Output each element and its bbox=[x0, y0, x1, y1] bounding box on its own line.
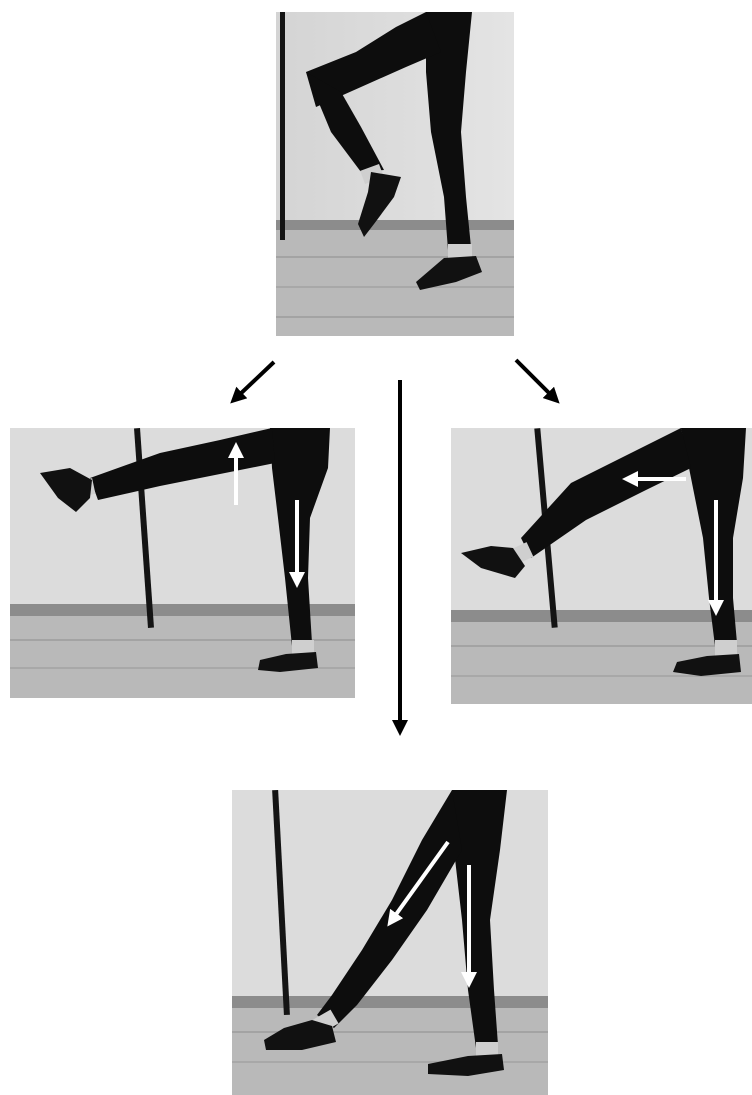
flow-arrow-right-icon bbox=[516, 360, 554, 398]
photo-stride-landing bbox=[232, 790, 548, 1095]
barre-pole bbox=[280, 12, 285, 240]
photo-leg-extended-back bbox=[451, 428, 752, 704]
flow-arrow-left-icon bbox=[236, 362, 274, 398]
photo-leg-extended-front bbox=[10, 428, 355, 698]
photo-knee-raised bbox=[276, 12, 514, 336]
